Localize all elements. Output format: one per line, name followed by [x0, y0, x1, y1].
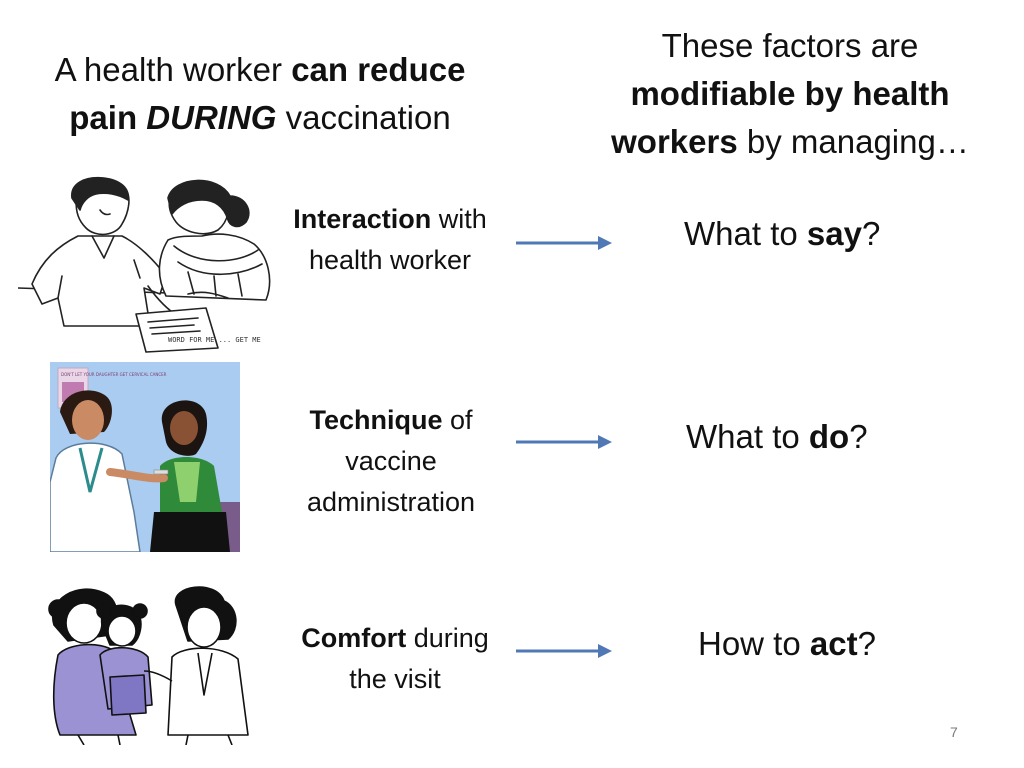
- right-arrow-icon: [516, 236, 612, 250]
- right-arrow-icon: [516, 644, 612, 658]
- action-what-to-do: What to do?: [686, 418, 868, 455]
- health-worker-consultation-sketch-icon: WORD FOR ME ... GET ME: [18, 176, 271, 353]
- mother-child-vaccination-icon: [48, 586, 249, 745]
- left-title: A health worker can reduce pain DURING v…: [54, 51, 466, 136]
- factor-technique: Technique of vaccine administration: [306, 405, 476, 517]
- poster-text: DON'T LET YOUR DAUGHTER GET CERVICAL CAN…: [61, 372, 167, 377]
- right-title: These factors are modifiable by health w…: [611, 27, 969, 160]
- action-how-to-act: How to act?: [698, 625, 876, 662]
- factor-comfort: Comfort during the visit: [301, 623, 489, 694]
- action-what-to-say: What to say?: [684, 215, 881, 252]
- nurse-vaccinating-woman-icon: DON'T LET YOUR DAUGHTER GET CERVICAL CAN…: [50, 362, 240, 552]
- right-arrow-icon: [516, 435, 612, 449]
- factor-interaction: Interaction with health worker: [293, 204, 487, 275]
- paper-text: WORD FOR ME ... GET ME: [168, 336, 261, 344]
- page-number: 7: [950, 724, 958, 740]
